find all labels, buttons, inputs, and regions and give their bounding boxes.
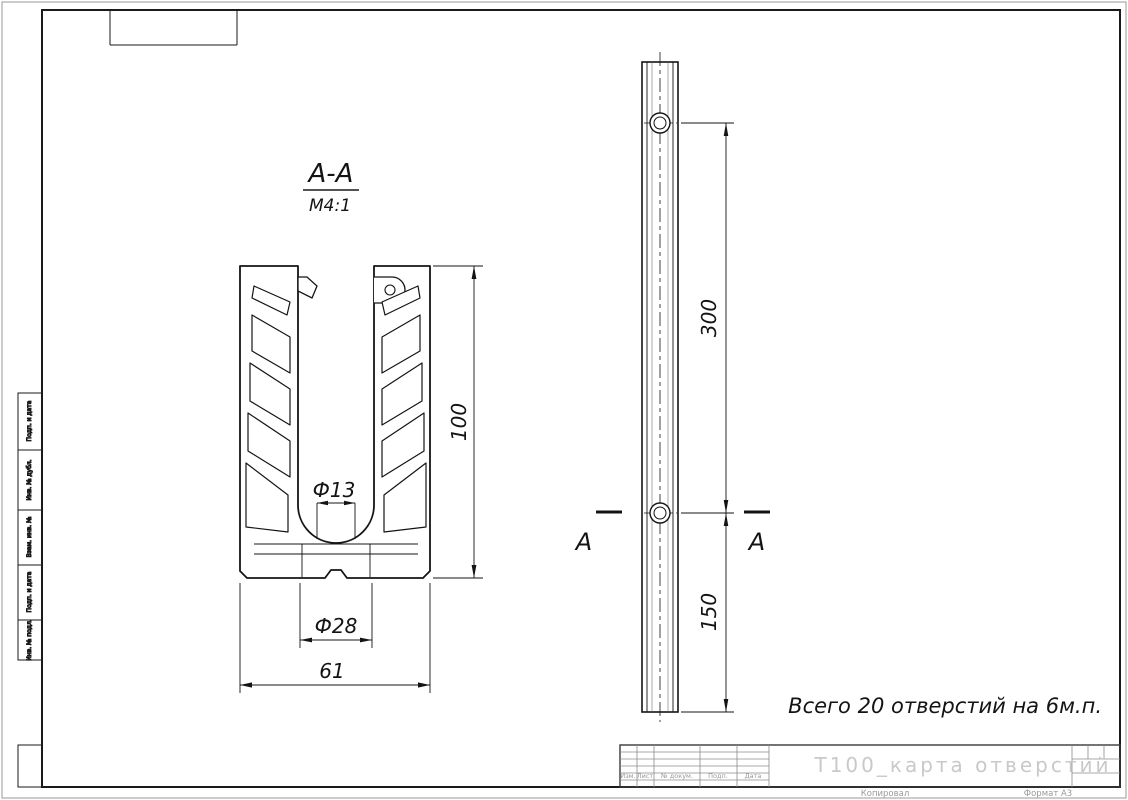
dim-width-label: 61 <box>319 659 344 683</box>
tb-col-podp: Подп. <box>708 772 728 780</box>
dim-hole-spacing: 300 <box>681 122 734 514</box>
section-title-label: А-А <box>307 159 354 189</box>
section-title: А-А М4:1 <box>303 159 359 216</box>
margin-label: Инв. № подл. <box>26 619 33 660</box>
dim-width: 61 <box>239 583 431 693</box>
top-stamp-box <box>109 10 238 46</box>
profile-outline <box>239 265 431 579</box>
margin-label: Взам. инв. № <box>26 517 33 558</box>
tb-col-doc: № докум. <box>660 772 693 780</box>
cut-label-right: А <box>747 528 765 556</box>
dim-bottom-offset: 150 <box>681 513 734 713</box>
dim-hole-spacing-label: 300 <box>697 299 721 337</box>
dim-seat-dia-label: Ф28 <box>315 614 358 638</box>
section-cut-marks: А А <box>574 510 770 556</box>
drawing-frame <box>41 9 1121 788</box>
profile-voids <box>245 285 427 533</box>
section-view: А-А М4:1 100 <box>239 159 483 693</box>
dim-height-label: 100 <box>447 403 471 441</box>
left-margin-column: Подп. и дата Инв. № дубл. Взам. инв. № П… <box>17 392 43 788</box>
doc-title: T100_карта отверстий <box>813 753 1111 777</box>
note-text: Всего 20 отверстий на 6м.п. <box>788 694 1102 718</box>
profile-hook-left <box>297 276 318 299</box>
margin-label: Подп. и дата <box>26 400 33 441</box>
hole-bottom <box>644 502 677 524</box>
profile-hook-slot <box>384 284 396 296</box>
tb-col-list: Лист <box>637 772 654 780</box>
profile-base-lines <box>254 543 418 577</box>
dim-height: 100 <box>433 265 483 579</box>
format-label: Формат А3 <box>1024 789 1072 799</box>
hole-top <box>644 112 677 134</box>
profile-bar <box>641 52 679 722</box>
side-view: 300 150 А А <box>574 52 770 722</box>
copied-label: Копировал <box>861 789 910 799</box>
dim-bottom-offset-label: 150 <box>697 593 721 631</box>
margin-label: Инв. № дубл. <box>26 459 33 500</box>
margin-label: Подп. и дата <box>26 571 33 612</box>
dim-slot-dia: Ф13 <box>313 478 356 539</box>
section-scale-label: М4:1 <box>309 196 351 216</box>
tb-col-data: Дата <box>745 772 762 780</box>
left-margin-bottom-box <box>17 744 43 788</box>
dim-seat-dia: Ф28 <box>299 583 373 648</box>
dim-slot-dia-label: Ф13 <box>313 478 356 502</box>
title-block: Изм. Лист № докум. Подп. Дата T100_карта… <box>619 744 1121 799</box>
cut-label-left: А <box>574 528 592 556</box>
tb-col-izm: Изм. <box>620 772 635 780</box>
